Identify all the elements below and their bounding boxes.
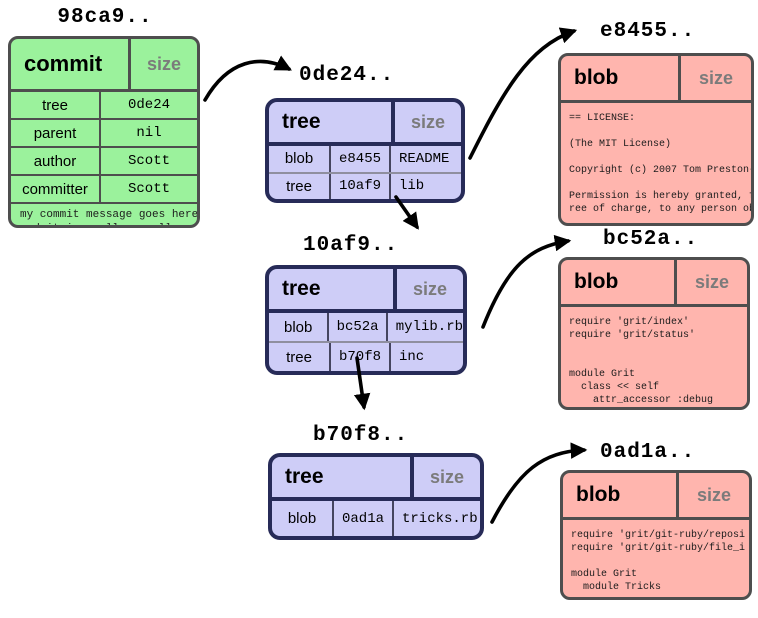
commit-object-box: commit size tree 0de24 parent nil author… [8, 36, 200, 228]
commit-row-tree-value: 0de24 [99, 92, 197, 118]
tree-10af9-hash-title: 10af9.. [303, 234, 399, 257]
entry-type: tree [286, 177, 312, 195]
blob-e8455-size-label: size [678, 56, 751, 100]
blob-bc52a-object-box: blob size require 'grit/index' require '… [558, 257, 750, 410]
entry-type: blob [287, 510, 317, 527]
blob-bc52a-type-label: blob [574, 270, 619, 293]
blob-0ad1a-content: require 'grit/git-ruby/reposi require 'g… [571, 530, 746, 593]
blob-bc52a-size-label: size [674, 260, 747, 304]
tree-0de24-hash-title: 0de24.. [299, 64, 395, 87]
tree-10af9-entry-inc: tree b70f8 inc [269, 341, 463, 371]
entry-name: tricks.rb [392, 501, 480, 536]
entry-name: mylib.rb [385, 313, 463, 341]
commit-row-tree: tree 0de24 [11, 92, 197, 120]
tree-10af9-size-label: size [393, 269, 463, 309]
tree-b70f8-hash-title: b70f8.. [313, 424, 409, 447]
tree-0de24-header: tree size [269, 102, 461, 146]
blob-0ad1a-header: blob size [563, 473, 749, 520]
tree-b70f8-size-label: size [410, 457, 480, 497]
commit-row-committer: committer Scott [11, 176, 197, 204]
tree-b70f8-type-label: tree [285, 465, 324, 488]
commit-header: commit size [11, 39, 197, 92]
entry-hash: bc52a [327, 313, 385, 341]
tree-b70f8-header: tree size [272, 457, 480, 501]
blob-e8455-hash-title: e8455.. [600, 20, 696, 43]
entry-type: tree [286, 348, 312, 366]
blob-e8455-object-box: blob size == LICENSE: (The MIT License) … [558, 53, 754, 226]
entry-hash: 10af9 [329, 173, 389, 199]
commit-size-label: size [128, 39, 197, 89]
blob-bc52a-content: require 'grit/index' require 'grit/statu… [569, 317, 714, 406]
commit-row-author: author Scott [11, 148, 197, 176]
tree-0de24-entry-readme: blob e8455 README [269, 146, 461, 172]
entry-name: inc [389, 343, 463, 371]
blob-e8455-content: == LICENSE: (The MIT License) Copyright … [569, 113, 751, 215]
tree-b70f8-object-box: tree size blob 0ad1a tricks.rb [268, 453, 484, 540]
tree-10af9-object-box: tree size blob bc52a mylib.rb tree b70f8… [265, 265, 467, 375]
blob-bc52a-header: blob size [561, 260, 747, 307]
commit-row-author-value: Scott [99, 148, 197, 174]
blob-0ad1a-object-box: blob size require 'grit/git-ruby/reposi … [560, 470, 752, 600]
blob-bc52a-hash-title: bc52a.. [603, 228, 699, 251]
commit-type-label: commit [24, 51, 103, 76]
entry-name: lib [389, 173, 461, 199]
arrow-tree-10af9-to-blob-bc52a [481, 234, 572, 329]
tree-0de24-entry-lib: tree 10af9 lib [269, 171, 461, 199]
commit-row-tree-label: tree [42, 96, 68, 114]
tree-10af9-entry-mylib: blob bc52a mylib.rb [269, 313, 463, 341]
tree-b70f8-entry-tricks: blob 0ad1a tricks.rb [272, 501, 480, 536]
tree-10af9-type-label: tree [282, 277, 321, 300]
commit-row-author-label: author [33, 152, 77, 170]
commit-row-parent-label: parent [33, 124, 77, 142]
blob-e8455-header: blob size [561, 56, 751, 103]
blob-0ad1a-size-label: size [676, 473, 749, 517]
blob-0ad1a-hash-title: 0ad1a.. [600, 441, 696, 464]
commit-row-committer-value: Scott [99, 176, 197, 202]
entry-hash: 0ad1a [332, 501, 392, 536]
arrow-commit-to-tree-0de24 [203, 55, 292, 102]
commit-hash-title: 98ca9.. [57, 6, 153, 29]
entry-hash: e8455 [329, 146, 389, 172]
blob-e8455-type-label: blob [574, 66, 619, 89]
commit-row-parent: parent nil [11, 120, 197, 148]
blob-0ad1a-type-label: blob [576, 483, 621, 506]
entry-hash: b70f8 [329, 343, 389, 371]
commit-row-committer-label: committer [22, 180, 88, 198]
entry-type: blob [284, 150, 314, 168]
tree-0de24-size-label: size [391, 102, 461, 142]
tree-10af9-header: tree size [269, 269, 463, 313]
commit-row-parent-value: nil [99, 120, 197, 146]
entry-name: README [389, 146, 461, 172]
tree-0de24-type-label: tree [282, 110, 321, 133]
tree-0de24-object-box: tree size blob e8455 README tree 10af9 l… [265, 98, 465, 203]
entry-type: blob [284, 318, 313, 336]
commit-message-text: my commit message goes here and it is re… [20, 209, 197, 225]
